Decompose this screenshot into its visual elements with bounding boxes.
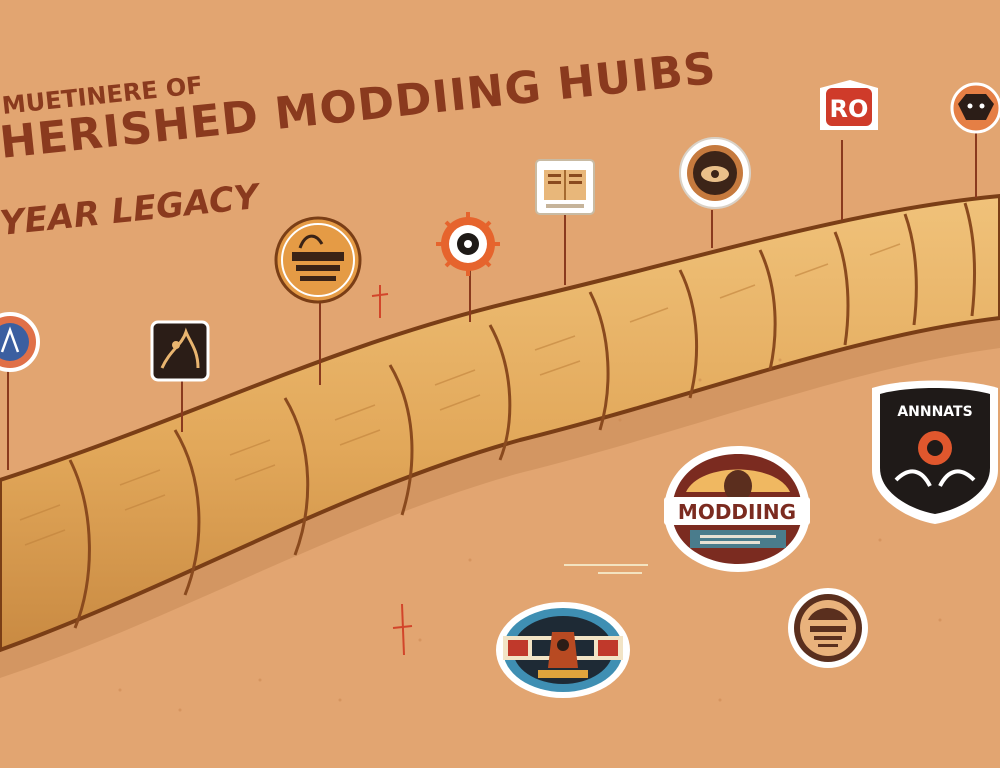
road-texture: [19, 243, 901, 546]
timeline-road: [0, 193, 1000, 653]
brown-round-badge[interactable]: [788, 588, 868, 668]
shield-label: ANNNATS: [897, 404, 972, 420]
dash-marks: [564, 564, 648, 574]
dark-square-badge[interactable]: [150, 320, 210, 382]
modding-label: MODDIING: [678, 500, 796, 524]
ro-badge[interactable]: RO: [820, 80, 878, 130]
blue-circle-badge[interactable]: [0, 312, 40, 372]
eye-badge[interactable]: [436, 212, 500, 276]
pin-stems: [7, 128, 977, 470]
road-segments: [68, 202, 976, 629]
shield-badge[interactable]: ANNNATS: [872, 380, 998, 525]
animal-head-badge[interactable]: [950, 82, 1000, 134]
sparkles: [371, 285, 413, 656]
retro-oval-badge[interactable]: [496, 602, 630, 698]
bronze-round-badge[interactable]: [679, 137, 751, 209]
sand-dots: [118, 358, 942, 712]
orange-circle-badge[interactable]: [274, 216, 362, 304]
book-card-badge[interactable]: [535, 159, 595, 215]
modding-badge[interactable]: MODDIING: [664, 446, 810, 572]
ro-label: RO: [830, 95, 869, 123]
